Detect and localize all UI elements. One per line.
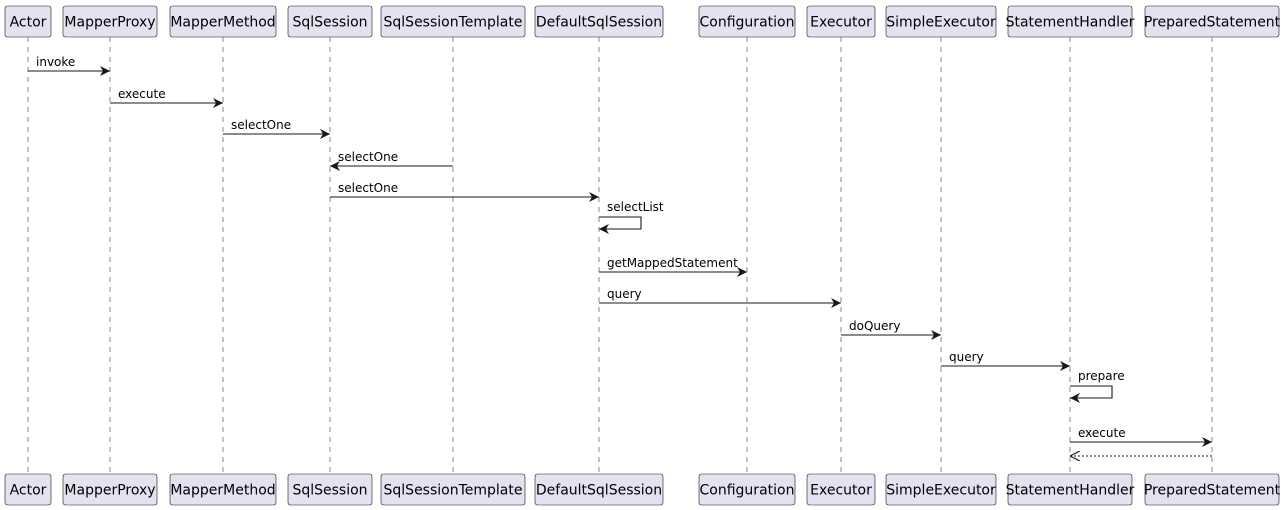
message-label: selectOne (338, 181, 398, 195)
participant-mappermethod-top: MapperMethod (169, 5, 277, 38)
participant-boxes: ActorActorMapperProxyMapperProxyMapperMe… (4, 5, 1281, 506)
participant-label: MapperProxy (64, 483, 155, 499)
messages: invoke execute selectOne selectOne selectOne… (28, 55, 1212, 456)
participant-box (1007, 5, 1133, 38)
message-label: invoke (36, 55, 75, 69)
participant-label: SqlSessionTemplate (384, 15, 523, 31)
participant-label: PreparedStatement (1144, 15, 1281, 31)
participant-executor-top: Executor (806, 5, 876, 38)
participant-label: SimpleExecutor (886, 15, 996, 31)
participant-label: PreparedStatement (1144, 483, 1281, 499)
participant-box (698, 5, 796, 38)
participant-label: SimpleExecutor (886, 483, 996, 499)
participant-box (1144, 473, 1280, 506)
message-execute: execute (110, 87, 223, 108)
message-selectOne: selectOne (330, 181, 599, 202)
participant-label: StatementHandler (1006, 483, 1135, 499)
message-label: query (607, 287, 642, 301)
message-label: getMappedStatement (607, 256, 738, 270)
message-label: doQuery (849, 319, 900, 333)
participant-box (1144, 5, 1280, 38)
participant-box (885, 5, 997, 38)
participant-label: DefaultSqlSession (536, 483, 662, 499)
participant-box (534, 473, 664, 506)
message-query: query (941, 350, 1070, 371)
participant-box (885, 473, 997, 506)
participant-configuration-bottom: Configuration (698, 473, 796, 506)
participant-label: MapperProxy (64, 15, 155, 31)
message-selectOne: selectOne (223, 118, 330, 139)
message-query: query (599, 287, 841, 308)
participant-mappermethod-bottom: MapperMethod (169, 473, 277, 506)
participant-label: SqlSession (292, 483, 367, 499)
participant-defaultsqlsession-top: DefaultSqlSession (534, 5, 664, 38)
participant-box (169, 5, 277, 38)
participant-label: DefaultSqlSession (536, 15, 662, 31)
participant-box (380, 5, 526, 38)
message-label: selectOne (231, 118, 291, 132)
participant-box (62, 5, 158, 38)
message-selectList: selectList (599, 200, 664, 234)
message-invoke: invoke (28, 55, 110, 76)
participant-preparedstatement-top: PreparedStatement (1144, 5, 1281, 38)
self-message-arrow (1070, 385, 1113, 403)
participant-label: Actor (10, 15, 47, 31)
participant-box (534, 5, 664, 38)
lifelines (27, 37, 1213, 474)
message-prepare: prepare (1070, 369, 1125, 403)
participant-box (4, 473, 52, 506)
message-getMappedStatement: getMappedStatement (599, 256, 747, 277)
participant-box (169, 473, 277, 506)
participant-actor-top: Actor (4, 5, 52, 38)
participant-label: MapperMethod (170, 483, 275, 499)
participant-box (287, 5, 373, 38)
participant-label: Executor (810, 483, 872, 499)
participant-label: Actor (10, 483, 47, 499)
participant-sqlsessiontemplate-top: SqlSessionTemplate (380, 5, 526, 38)
message-label: execute (1078, 426, 1126, 440)
participant-configuration-top: Configuration (698, 5, 796, 38)
participant-label: MapperMethod (170, 15, 275, 31)
participant-box (806, 5, 876, 38)
self-message-arrow (599, 216, 642, 234)
participant-label: StatementHandler (1006, 15, 1135, 31)
participant-actor-bottom: Actor (4, 473, 52, 506)
message-selectOne: selectOne (330, 150, 453, 171)
participant-executor-bottom: Executor (806, 473, 876, 506)
participant-box (1007, 473, 1133, 506)
message-label: prepare (1078, 369, 1125, 383)
message-label: execute (118, 87, 166, 101)
participant-box (698, 473, 796, 506)
participant-box (287, 473, 373, 506)
participant-box (806, 473, 876, 506)
participant-sqlsession-top: SqlSession (287, 5, 373, 38)
participant-label: SqlSession (292, 15, 367, 31)
message-label: selectOne (338, 150, 398, 164)
participant-statementhandler-bottom: StatementHandler (1006, 473, 1135, 506)
participant-box (62, 473, 158, 506)
participant-box (380, 473, 526, 506)
participant-sqlsession-bottom: SqlSession (287, 473, 373, 506)
participant-simpleexecutor-top: SimpleExecutor (885, 5, 997, 38)
message-doQuery: doQuery (841, 319, 941, 340)
participant-mapperproxy-bottom: MapperProxy (62, 473, 158, 506)
participant-sqlsessiontemplate-bottom: SqlSessionTemplate (380, 473, 526, 506)
participant-statementhandler-top: StatementHandler (1006, 5, 1135, 38)
participant-label: Executor (810, 15, 872, 31)
participant-label: SqlSessionTemplate (384, 483, 523, 499)
participant-preparedstatement-bottom: PreparedStatement (1144, 473, 1281, 506)
participant-mapperproxy-top: MapperProxy (62, 5, 158, 38)
participant-label: Configuration (700, 15, 795, 31)
message-execute: execute (1070, 426, 1212, 447)
participant-simpleexecutor-bottom: SimpleExecutor (885, 473, 997, 506)
participant-label: Configuration (700, 483, 795, 499)
message-label: selectList (607, 200, 664, 214)
message-label: query (949, 350, 984, 364)
participant-box (4, 5, 52, 38)
participant-defaultsqlsession-bottom: DefaultSqlSession (534, 473, 664, 506)
